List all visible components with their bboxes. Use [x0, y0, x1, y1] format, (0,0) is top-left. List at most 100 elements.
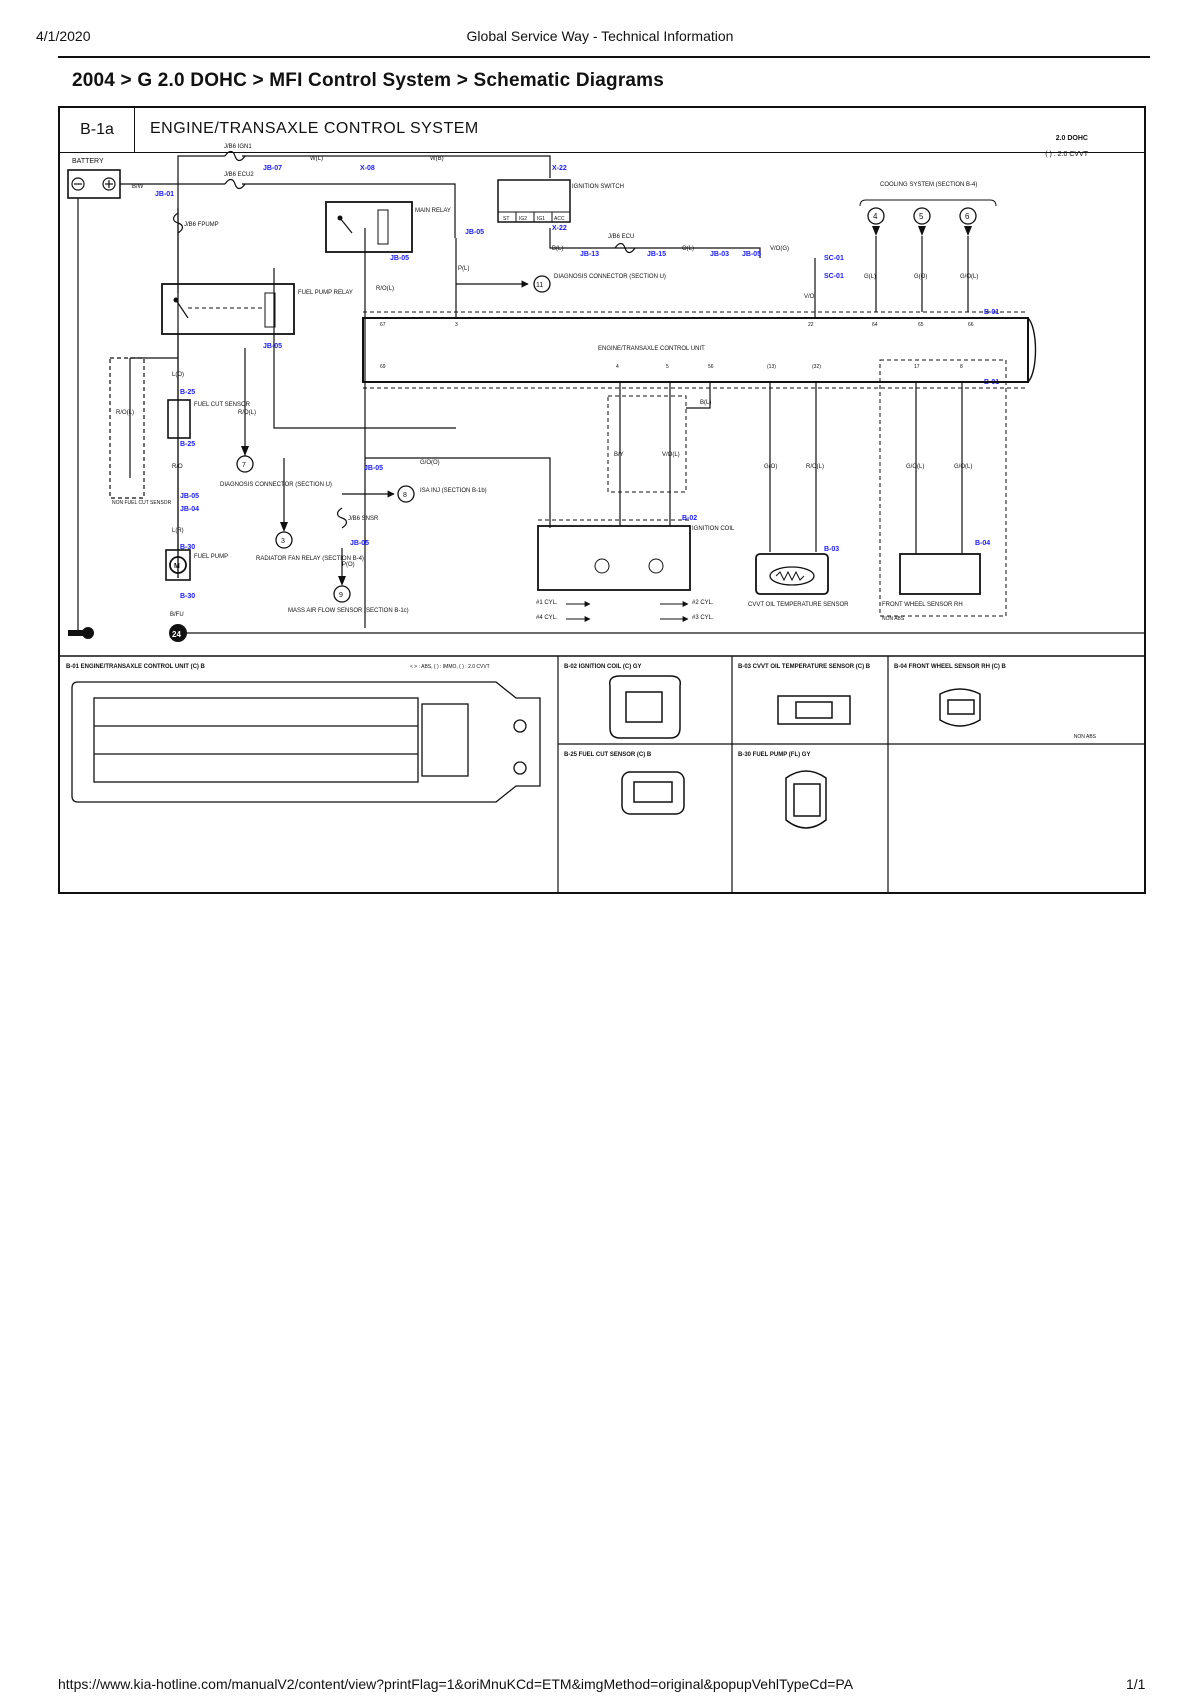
svg-text:22: 22 [808, 322, 814, 328]
svg-text:R/O(L): R/O(L) [116, 410, 134, 416]
diagram-name: ENGINE/TRANSAXLE CONTROL SYSTEM [150, 120, 479, 137]
non-fuel-cut-label: NON FUEL CUT SENSOR [112, 500, 172, 506]
svg-text:W(B): W(B) [430, 156, 444, 162]
ignition-coil: IGNITION COIL #1 CYL. #4 CYL. #2 CYL. #3… [536, 382, 735, 622]
svg-text:V/O(L): V/O(L) [662, 452, 680, 458]
svg-text:G/O(L): G/O(L) [906, 464, 924, 470]
svg-text:R/O: R/O [172, 464, 183, 470]
svg-text:8: 8 [403, 492, 407, 499]
svg-text:ISA INJ (SECTION B-1b): ISA INJ (SECTION B-1b) [420, 488, 487, 494]
ignition-switch: ST IG2 IG1 ACC IGNITION SWITCH [497, 179, 624, 223]
svg-text:ENGINE/TRANSAXLE CONTROL UNIT: ENGINE/TRANSAXLE CONTROL UNIT [598, 346, 705, 352]
svg-text:B(L): B(L) [552, 246, 563, 252]
isa-inj: 8 ISA INJ (SECTION B-1b) [342, 485, 487, 503]
ref-x22a: X-22 [552, 165, 567, 172]
svg-text:11: 11 [536, 282, 543, 289]
print-date: 4/1/2020 [36, 28, 91, 44]
ref-b25a: B-25 [180, 389, 195, 396]
schematic-frame: B-1a ENGINE/TRANSAXLE CONTROL SYSTEM 2.0… [58, 106, 1146, 894]
power-wires [77, 155, 1144, 634]
svg-text:COOLING SYSTEM (SECTION B-4): COOLING SYSTEM (SECTION B-4) [880, 182, 977, 188]
ref-b30b: B-30 [180, 593, 195, 600]
svg-text:B(L): B(L) [700, 400, 711, 406]
connector-views [60, 655, 1144, 892]
svg-text:G/O(L): G/O(L) [954, 464, 972, 470]
svg-text:R/O(L): R/O(L) [376, 286, 394, 292]
radiator-fan-relay: 3 RADIATOR FAN RELAY (SECTION B-4) [256, 458, 364, 562]
svg-text:4: 4 [616, 364, 619, 370]
svg-text:(32): (32) [812, 364, 821, 370]
mass-air-flow-sensor: 9 MASS AIR FLOW SENSOR (SECTION B-1c) [288, 548, 409, 614]
ref-b25b: B-25 [180, 441, 195, 448]
svg-text:J/B6 ECU: J/B6 ECU [608, 234, 634, 240]
view-b25-title: B-25 FUEL CUT SENSOR (C) B [564, 752, 652, 758]
header-rule [58, 56, 1150, 58]
svg-text:9: 9 [339, 592, 343, 599]
diagnosis-connector-7: 7 DIAGNOSIS CONNECTOR (SECTION U) [220, 446, 332, 488]
main-relay: MAIN RELAY [325, 201, 451, 253]
svg-text:MASS AIR FLOW SENSOR (SECTION: MASS AIR FLOW SENSOR (SECTION B-1c) [288, 608, 409, 614]
svg-text:J/B6 IGN1: J/B6 IGN1 [224, 144, 252, 150]
fuse-ign: J/B6 IGN1 [224, 144, 252, 162]
view-b01-title: B-01 ENGINE/TRANSAXLE CONTROL UNIT (C) B [66, 664, 206, 670]
svg-text:P(O): P(O) [342, 562, 355, 568]
svg-text:V/O: V/O [804, 294, 815, 300]
svg-text:ST: ST [503, 216, 509, 222]
svg-text:M: M [174, 563, 180, 570]
svg-text:24: 24 [172, 630, 181, 639]
svg-text:G(O): G(O) [914, 274, 927, 280]
view-b01-note: < > : ABS, ( ) : IMMO, ( ) : 2.0 CVVT [410, 664, 490, 670]
svg-text:CVVT OIL TEMPERATURE SENSOR: CVVT OIL TEMPERATURE SENSOR [748, 602, 849, 608]
ref-jb05d: JB-05 [364, 465, 383, 472]
svg-text:FUEL CUT SENSOR: FUEL CUT SENSOR [194, 402, 251, 408]
svg-text:G(O): G(O) [764, 464, 777, 470]
ref-jb05b: JB-05 [390, 255, 409, 262]
svg-text:NON ABS: NON ABS [882, 616, 905, 622]
svg-text:IGNITION COIL: IGNITION COIL [692, 526, 735, 532]
ref-sc01a: SC-01 [824, 255, 844, 262]
svg-text:DIAGNOSIS CONNECTOR (SECTION U: DIAGNOSIS CONNECTOR (SECTION U) [554, 274, 666, 280]
svg-text:6: 6 [965, 212, 970, 221]
svg-text:P(L): P(L) [458, 266, 469, 272]
svg-text:65: 65 [918, 322, 924, 328]
svg-text:ACC: ACC [554, 216, 565, 222]
svg-text:J/B6 FPUMP: J/B6 FPUMP [184, 222, 219, 228]
svg-text:#4 CYL.: #4 CYL. [536, 615, 558, 621]
ref-jb05g: JB-05 [742, 251, 761, 258]
view-b03-title: B-03 CVVT OIL TEMPERATURE SENSOR (C) B [738, 664, 871, 670]
fuse-fpump: J/B6 FPUMP [172, 212, 219, 234]
svg-text:B/FU: B/FU [170, 612, 184, 618]
left-lower-wires [109, 334, 551, 578]
wheel-sensor-connector-face [939, 688, 981, 727]
fuse-snsr: J/B6 SNSR [336, 507, 379, 529]
breadcrumb: 2004 > G 2.0 DOHC > MFI Control System >… [72, 70, 665, 91]
svg-text:G/O(L): G/O(L) [960, 274, 978, 280]
cvvt-connector-face [777, 695, 851, 725]
svg-text:L(O): L(O) [172, 372, 184, 378]
ref-jb05a: JB-05 [465, 229, 484, 236]
svg-text:R/O(L): R/O(L) [806, 464, 824, 470]
diagnosis-connector-11: 11 DIAGNOSIS CONNECTOR (SECTION U) [456, 274, 666, 293]
svg-text:FRONT WHEEL SENSOR RH: FRONT WHEEL SENSOR RH [882, 602, 963, 608]
diagram-id: B-1a [60, 108, 135, 152]
engine-spec: 2.0 DOHC [1056, 135, 1088, 142]
svg-text:R/O(L): R/O(L) [238, 410, 256, 416]
view-b04-title: B-04 FRONT WHEEL SENSOR RH (C) B [894, 664, 1007, 670]
ref-jb05e: JB-05 [180, 493, 199, 500]
svg-text:MAIN RELAY: MAIN RELAY [415, 208, 451, 214]
page-number: 1/1 [1126, 1676, 1146, 1692]
svg-text:5: 5 [666, 364, 669, 370]
ref-b03: B-03 [824, 546, 839, 553]
ref-x22b: X-22 [552, 225, 567, 232]
svg-text:W(L): W(L) [310, 156, 323, 162]
ref-b30a: B-30 [180, 544, 195, 551]
svg-text:L(R): L(R) [172, 528, 184, 534]
svg-text:IG1: IG1 [537, 216, 545, 222]
svg-text:7: 7 [242, 462, 246, 469]
view-b30-title: B-30 FUEL PUMP (FL) GY [738, 752, 810, 758]
ecu-block: ENGINE/TRANSAXLE CONTROL UNIT [362, 311, 1037, 389]
ref-jb01: JB-01 [155, 191, 174, 198]
fuel-pump-relay: FUEL PUMP RELAY [161, 283, 353, 335]
fuel-pump: M FUEL PUMP [165, 549, 228, 581]
svg-text:3: 3 [455, 322, 458, 328]
